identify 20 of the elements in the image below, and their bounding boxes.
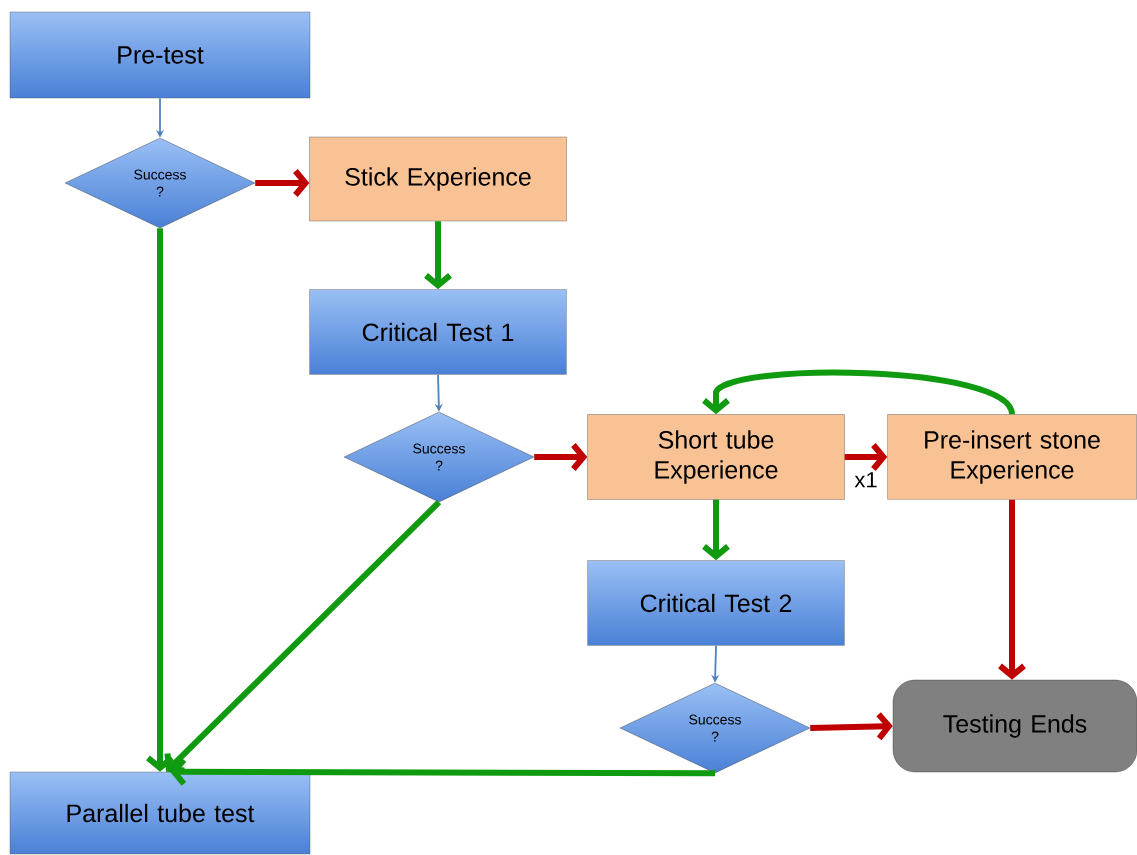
terminal-box: Testing Ends [892, 679, 1137, 773]
arrow [164, 500, 442, 774]
process-box: Short tube Experience [587, 414, 845, 500]
arrow [534, 443, 588, 471]
arrow [424, 221, 452, 290]
process-box: Pre-test [9, 11, 311, 99]
edge-label: x1 [853, 471, 879, 489]
arrow [170, 757, 716, 786]
arrow [844, 443, 888, 471]
arrow [146, 228, 174, 772]
arrow [702, 499, 730, 561]
arrow [255, 169, 310, 197]
arrow [810, 712, 893, 741]
process-box: Pre-insert stone Experience [887, 414, 1137, 500]
process-box: Critical Test 2 [587, 560, 845, 646]
arrow [702, 369, 1015, 416]
process-box: Critical Test 1 [309, 289, 567, 375]
arrow [998, 499, 1026, 680]
process-box: Parallel tube test [9, 771, 311, 855]
process-box: Stick Experience [309, 136, 567, 222]
